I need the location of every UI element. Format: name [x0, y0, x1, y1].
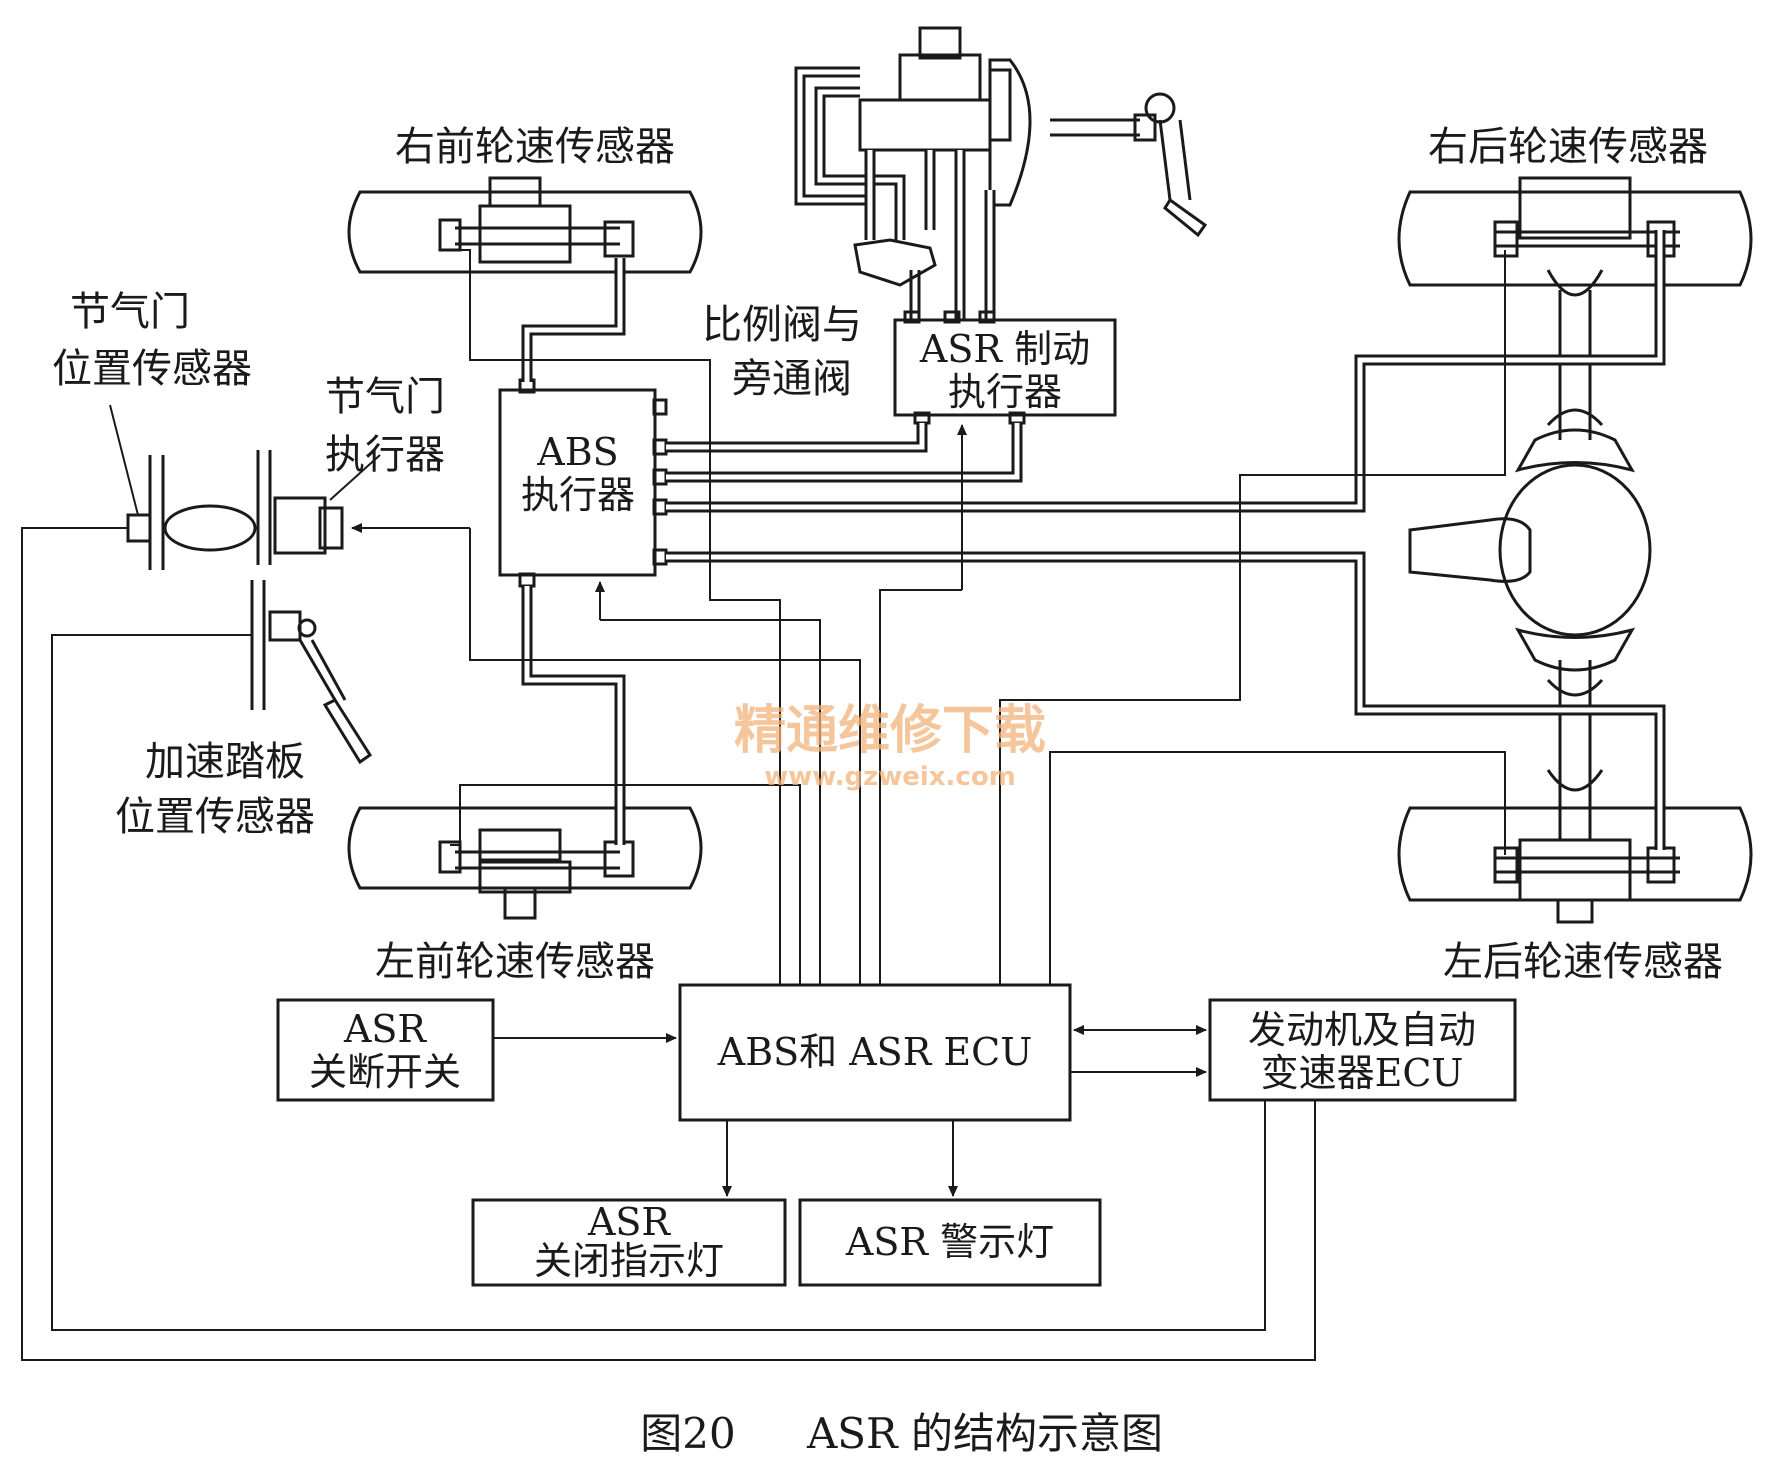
abs-asr-ecu: ABS和 ASR ECU: [678, 983, 1072, 1122]
abs-actuator: ABS 执行器: [498, 378, 668, 588]
ecu-connections: [21, 527, 1316, 1361]
signal-wires: [351, 249, 1506, 985]
figure-number: 图20: [640, 1409, 735, 1458]
rear-axle: [1408, 269, 1652, 840]
leader-lines: [109, 404, 381, 516]
accel-pedal-label-2: 位置传感器: [115, 794, 315, 840]
left-front-wheel: [347, 806, 703, 920]
figure-title: ASR 的结构示意图: [806, 1409, 1163, 1458]
asr-off-lamp-label-1: ASR: [587, 1200, 671, 1244]
left-rear-sensor-label: 左后轮速传感器: [1443, 939, 1723, 985]
asr-warning-lamp: ASR 警示灯: [798, 1198, 1102, 1287]
abs-actuator-label-1: ABS: [536, 430, 618, 474]
engine-ecu-label-1: 发动机及自动: [1248, 1008, 1476, 1052]
right-front-sensor-label: 右前轮速传感器: [395, 124, 675, 170]
engine-transmission-ecu: 发动机及自动 变速器ECU: [1208, 998, 1517, 1102]
throttle-actuator-label-1: 节气门: [325, 374, 445, 420]
asr-switch-label-1: ASR: [343, 1007, 427, 1051]
left-rear-wheel: [1397, 806, 1753, 924]
watermark-url: www.gzweix.com: [764, 762, 1016, 792]
asr-brake-actuator: ASR 制动 执行器: [893, 310, 1117, 425]
brake-master-cylinder: [858, 26, 1208, 238]
accelerator-pedal: [250, 580, 373, 765]
watermark-cn: 精通维修下载: [734, 701, 1046, 761]
throttle-actuator-label-2: 执行器: [325, 432, 445, 478]
right-rear-wheel: [1397, 176, 1753, 287]
ecu-label: ABS和 ASR ECU: [717, 1030, 1032, 1074]
throttle-sensor-label-1: 节气门: [70, 289, 190, 335]
right-front-wheel: [347, 176, 703, 274]
throttle-body: [126, 450, 344, 570]
engine-ecu-label-2: 变速器ECU: [1261, 1051, 1464, 1095]
asr-brake-actuator-label-2: 执行器: [948, 370, 1062, 414]
asr-off-indicator-lamp: ASR 关闭指示灯: [471, 1198, 787, 1287]
prop-valve-label-1: 比例阀与: [702, 302, 862, 348]
asr-off-switch: ASR 关断开关: [276, 998, 495, 1102]
asr-switch-label-2: 关断开关: [309, 1050, 461, 1094]
throttle-sensor-label-2: 位置传感器: [52, 346, 252, 392]
master-cylinder-lines: [794, 66, 996, 320]
left-front-sensor-label: 左前轮速传感器: [375, 939, 655, 985]
prop-valve-label-2: 旁通阀: [732, 356, 852, 402]
asr-brake-actuator-label-1: ASR 制动: [919, 327, 1090, 371]
right-rear-sensor-label: 右后轮速传感器: [1428, 124, 1708, 170]
hydraulic-pipes: [521, 230, 1666, 850]
asr-off-lamp-label-2: 关闭指示灯: [534, 1239, 724, 1283]
accel-pedal-label-1: 加速踏板: [145, 739, 305, 785]
asr-warning-lamp-label: ASR 警示灯: [845, 1220, 1054, 1264]
abs-actuator-label-2: 执行器: [521, 473, 635, 517]
